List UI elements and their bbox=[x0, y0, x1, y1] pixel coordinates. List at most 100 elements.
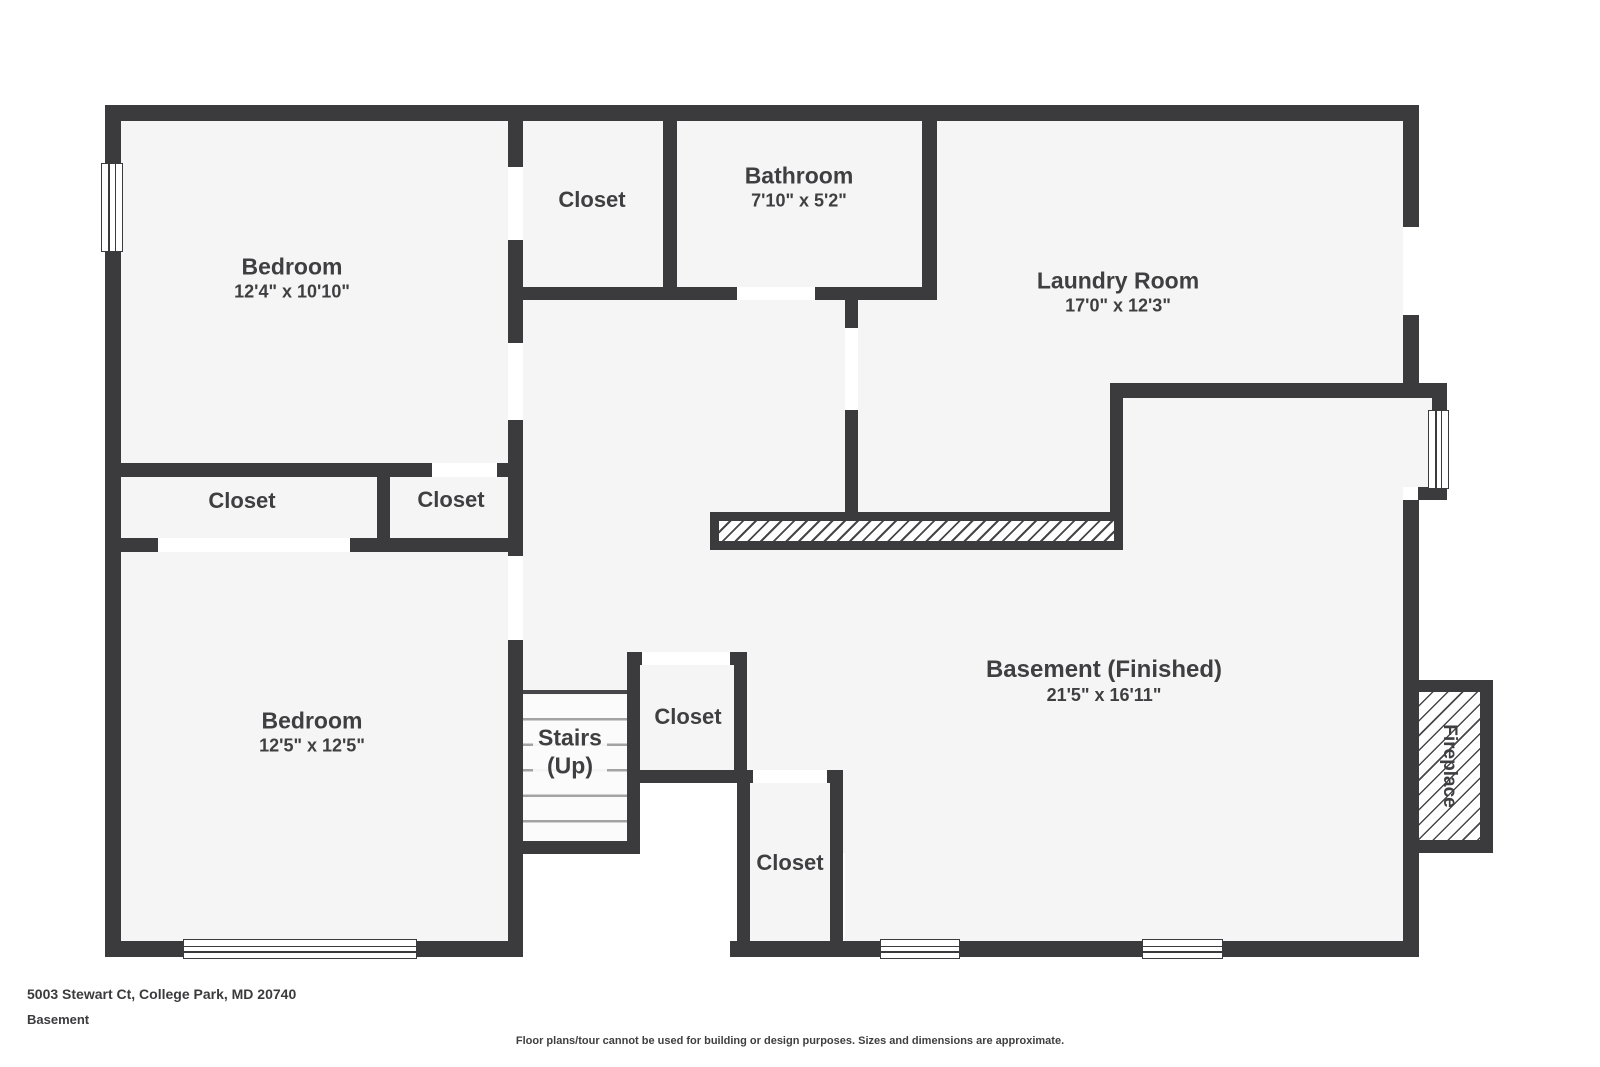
exterior-notch bbox=[523, 853, 737, 941]
wall-segment bbox=[815, 287, 937, 300]
fireplace-name: Fireplace bbox=[1439, 724, 1460, 808]
laundry-name: Laundry Room bbox=[1036, 267, 1200, 294]
stairwell-bar-border-top bbox=[710, 512, 1123, 521]
floor-label-text: Basement bbox=[27, 1012, 90, 1027]
wall-segment bbox=[508, 640, 523, 941]
stairs-direction: (Up) bbox=[547, 752, 593, 778]
window-pane-line bbox=[881, 945, 959, 948]
window-pane-line bbox=[1435, 411, 1437, 488]
wall-segment bbox=[105, 538, 158, 552]
basement-name: Basement (Finished) bbox=[985, 655, 1223, 683]
closet-top-name: Closet bbox=[558, 186, 626, 212]
bathroom-name: Bathroom bbox=[744, 162, 854, 189]
wall-segment bbox=[627, 770, 747, 783]
bathroom-dims: 7'10" x 5'2" bbox=[751, 190, 847, 210]
room-label-bedroom-1: Bedroom 12'4" x 10'10" bbox=[234, 253, 350, 302]
closet-bottom-name: Closet bbox=[756, 849, 824, 875]
stairwell-bar-border-right bbox=[1114, 512, 1123, 550]
room-label-stairs: Stairs (Up) bbox=[533, 724, 607, 780]
wall-segment bbox=[1403, 105, 1419, 227]
door-opening bbox=[508, 556, 523, 640]
stairwell-bar-border-bottom bbox=[710, 541, 1123, 550]
bedroom-2-dims: 12'5" x 12'5" bbox=[259, 735, 365, 755]
wall-segment bbox=[508, 420, 523, 556]
closet-mid-name: Closet bbox=[654, 703, 722, 729]
room-label-closet-top: Closet bbox=[558, 187, 625, 213]
window-pane-line bbox=[108, 164, 110, 251]
wall-segment bbox=[737, 770, 750, 957]
room-floor bbox=[845, 300, 1403, 943]
bedroom-1-dims: 12'4" x 10'10" bbox=[234, 281, 350, 301]
door-opening bbox=[1403, 227, 1419, 315]
window bbox=[183, 939, 417, 959]
door-opening bbox=[508, 343, 523, 420]
wall-segment bbox=[734, 652, 747, 783]
wall-segment bbox=[105, 463, 432, 477]
room-label-bedroom-2: Bedroom 12'5" x 12'5" bbox=[259, 707, 365, 756]
window-pane-line bbox=[184, 945, 416, 948]
door-opening bbox=[845, 328, 858, 410]
exterior-notch bbox=[640, 783, 737, 853]
window bbox=[880, 939, 960, 959]
wall-segment bbox=[1418, 487, 1447, 500]
address-text: 5003 Stewart Ct, College Park, MD 20740 bbox=[27, 986, 297, 1002]
wall-segment bbox=[497, 463, 508, 477]
fireplace-hatch bbox=[1419, 692, 1480, 840]
window-pane-line bbox=[1440, 411, 1443, 488]
room-label-bathroom: Bathroom 7'10" x 5'2" bbox=[745, 162, 854, 211]
wall-segment bbox=[508, 121, 523, 167]
door-opening bbox=[508, 167, 523, 240]
door-opening bbox=[432, 463, 497, 477]
wall-segment bbox=[377, 477, 390, 540]
bedroom-2-name: Bedroom bbox=[261, 707, 363, 734]
window bbox=[101, 163, 123, 252]
wall-segment bbox=[922, 121, 937, 300]
door-opening bbox=[158, 538, 350, 552]
disclaimer-text: Floor plans/tour cannot be used for buil… bbox=[515, 1035, 1065, 1047]
door-opening bbox=[753, 770, 827, 783]
window bbox=[1142, 939, 1223, 959]
wall-segment bbox=[350, 538, 508, 552]
stairwell-bar-border-left bbox=[710, 512, 719, 550]
room-label-laundry: Laundry Room 17'0" x 12'3" bbox=[1037, 267, 1199, 316]
room-label-closet-wide: Closet bbox=[208, 488, 275, 514]
room-label-basement: Basement (Finished) 21'5" x 16'11" bbox=[986, 656, 1222, 706]
wall-segment bbox=[1403, 500, 1419, 957]
window-pane-line bbox=[1143, 951, 1222, 953]
closet-wide-name: Closet bbox=[208, 487, 276, 513]
stairs-top-edge bbox=[523, 690, 627, 694]
wall-segment bbox=[747, 770, 753, 783]
laundry-dims: 17'0" x 12'3" bbox=[1065, 295, 1171, 315]
room-label-closet-small: Closet bbox=[417, 487, 484, 513]
wall-segment bbox=[627, 652, 642, 665]
window-pane-line bbox=[1143, 945, 1222, 948]
window-pane-line bbox=[184, 951, 416, 953]
bedroom-1-name: Bedroom bbox=[241, 253, 343, 280]
window bbox=[1428, 410, 1449, 489]
wall-segment bbox=[1110, 398, 1123, 515]
wall-segment bbox=[1110, 383, 1447, 398]
stairs-name: Stairs bbox=[538, 724, 602, 751]
window-pane-line bbox=[114, 164, 117, 251]
stairwell-hatch-bar bbox=[719, 521, 1114, 541]
wall-segment bbox=[105, 105, 121, 957]
door-opening bbox=[737, 287, 815, 300]
room-label-fireplace: Fireplace bbox=[1438, 724, 1460, 807]
wall-segment bbox=[663, 121, 677, 300]
room-floor bbox=[1403, 398, 1432, 487]
basement-dims: 21'5" x 16'11" bbox=[1046, 684, 1162, 705]
room-label-closet-bottom: Closet bbox=[756, 850, 823, 876]
wall-segment bbox=[627, 652, 640, 854]
wall-segment bbox=[1403, 315, 1419, 383]
room-label-closet-mid: Closet bbox=[654, 704, 721, 730]
wall-segment bbox=[508, 841, 640, 854]
wall-segment bbox=[845, 300, 858, 328]
wall-segment bbox=[830, 770, 843, 957]
closet-small-name: Closet bbox=[417, 486, 485, 512]
window-pane-line bbox=[881, 951, 959, 953]
wall-segment bbox=[105, 105, 1419, 121]
wall-segment bbox=[508, 287, 737, 300]
room-floor bbox=[750, 783, 830, 943]
